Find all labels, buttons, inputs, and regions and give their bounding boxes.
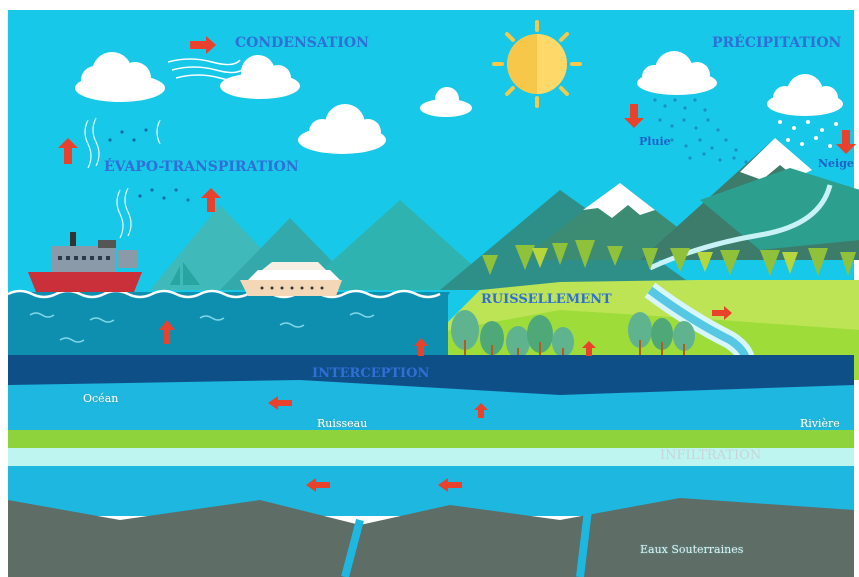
arrow-left-icon (268, 396, 292, 410)
label-pluie: Pluie (639, 135, 671, 148)
mountains (150, 138, 859, 290)
light-band (8, 448, 854, 466)
evaporation-drops (108, 128, 190, 202)
arrow-up-icon (201, 188, 221, 212)
arrow-left-icon (306, 478, 330, 492)
sun-icon (492, 20, 582, 108)
sailboat-icon (170, 262, 200, 285)
arrow-up-icon (582, 341, 596, 356)
arrow-down-icon (836, 130, 856, 154)
arrow-up-icon (414, 338, 428, 356)
label-ocean: Océan (83, 392, 119, 405)
cloud-icon (220, 55, 300, 99)
vapour-lines (84, 117, 161, 239)
label-interception: INTERCEPTION (312, 366, 430, 381)
sea-waves (29, 312, 375, 343)
arrow-down-icon (624, 104, 644, 128)
sea-shore (380, 292, 450, 355)
arrow-up-icon (474, 403, 488, 418)
arrow-right-icon (712, 306, 732, 320)
snow-cloud-icon (767, 74, 843, 116)
label-precipitation: PRÉCIPITATION (712, 35, 842, 51)
rain-cloud-icon (637, 51, 717, 95)
arrow-icons (58, 36, 856, 492)
forest-dark (532, 248, 798, 274)
surface-water-band (8, 380, 854, 430)
cloud-icon (420, 87, 472, 117)
label-neige: Neige (818, 157, 854, 170)
label-ruisseau: Ruisseau (317, 417, 368, 430)
sea (8, 292, 448, 355)
groundwater-channels (341, 509, 592, 577)
label-ruissellement: RUISSELLEMENT (481, 292, 612, 307)
cloud-icon (75, 52, 165, 102)
green-band (8, 430, 854, 448)
arrow-up-icon (159, 320, 175, 344)
cargo-ship-icon (28, 232, 142, 292)
label-evapo-transpiration: ÉVAPO-TRANSPIRATION (104, 159, 299, 175)
cloud-icon (298, 104, 386, 154)
snow-icon (778, 120, 838, 148)
arrow-up-icon (58, 138, 78, 164)
sea-wave-top (7, 289, 441, 299)
wind-icon (167, 58, 249, 82)
label-eaux-souterraines: Eaux Souterraines (640, 543, 744, 556)
label-condensation: CONDENSATION (235, 35, 369, 51)
bedrock (8, 498, 854, 577)
arrow-right-icon (190, 36, 216, 54)
label-infiltration: INFILTRATION (660, 448, 762, 463)
arrow-left-icon (438, 478, 462, 492)
label-riviere: Rivière (800, 417, 840, 430)
rain-icon (653, 98, 748, 164)
forest (482, 240, 856, 276)
cruise-ship-icon (240, 262, 342, 296)
